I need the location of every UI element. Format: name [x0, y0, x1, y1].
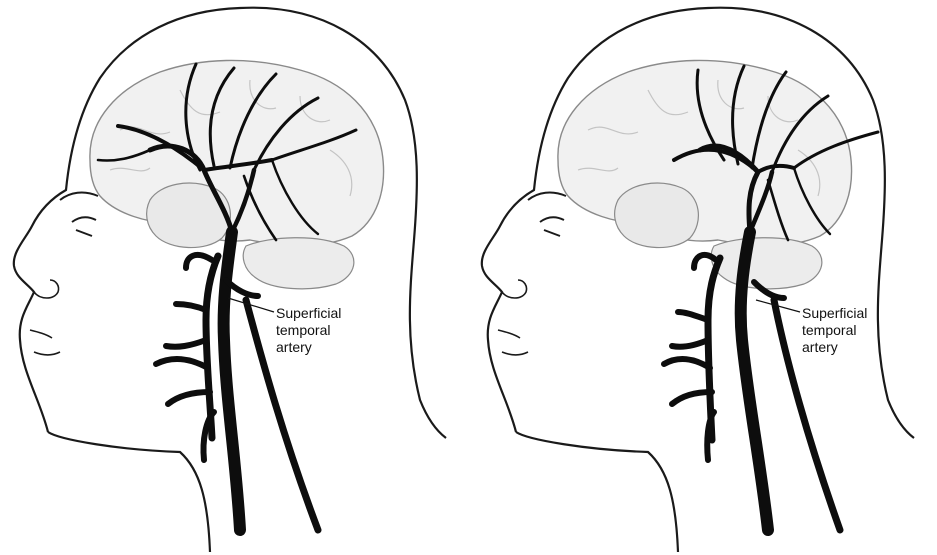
annotation-label: Superficial temporal artery: [802, 305, 871, 355]
nose-outline: [34, 280, 59, 298]
annotation-line-1: Superficial: [802, 305, 867, 321]
mouth-outline: [498, 330, 528, 355]
annotation-line-2: temporal: [802, 322, 856, 338]
brain-temporal-lobe: [615, 183, 699, 247]
nose-outline: [502, 280, 527, 298]
head-diagram-right: Superficial temporal artery: [468, 0, 937, 555]
annotation-line-2: temporal: [276, 322, 330, 338]
annotation-line-3: artery: [802, 339, 838, 355]
cerebellum: [243, 238, 354, 289]
annotation-line-3: artery: [276, 339, 312, 355]
brain-cerebrum: [558, 60, 852, 245]
eye-outline: [60, 193, 98, 236]
brain-temporal-lobe: [147, 183, 231, 247]
head-diagram-left: Superficial temporal artery: [0, 0, 469, 555]
mouth-outline: [30, 330, 60, 355]
cerebellum: [711, 238, 822, 289]
annotation-line-1: Superficial: [276, 305, 341, 321]
annotation-label: Superficial temporal artery: [276, 305, 345, 355]
eye-outline: [528, 193, 566, 236]
